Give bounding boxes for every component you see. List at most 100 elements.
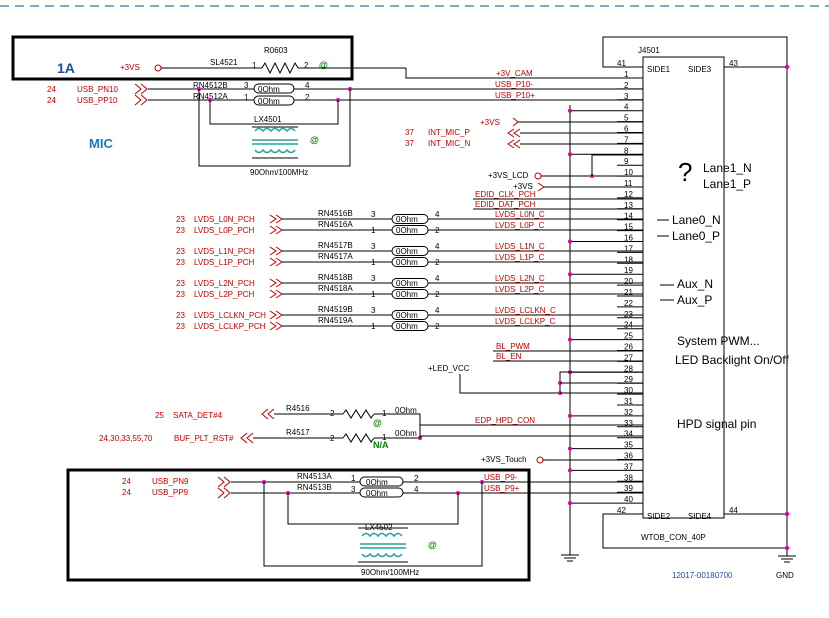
svg-text:37: 37	[405, 139, 414, 148]
svg-text:23: 23	[176, 215, 185, 224]
connector-pin-number: 10	[624, 168, 633, 177]
svg-text:RN4516B: RN4516B	[318, 209, 353, 218]
connector-pin-number: 1	[624, 70, 629, 79]
svg-text:0Ohm: 0Ohm	[366, 478, 388, 487]
annotation-lane0-p: Lane0_P	[672, 229, 720, 243]
svg-text:0Ohm: 0Ohm	[396, 279, 418, 288]
svg-text:USB_P10+: USB_P10+	[495, 91, 535, 100]
svg-text:EDP_HPD_CON: EDP_HPD_CON	[475, 416, 535, 425]
connector-pin-number: 38	[624, 473, 633, 482]
svg-text:@: @	[428, 540, 437, 550]
svg-text:2: 2	[305, 93, 310, 102]
svg-text:3: 3	[244, 81, 249, 90]
svg-text:0Ohm: 0Ohm	[396, 247, 418, 256]
svg-text:2: 2	[304, 61, 309, 70]
svg-text:INT_MIC_P: INT_MIC_P	[428, 128, 470, 137]
svg-text:4: 4	[435, 274, 440, 283]
connector-pin-number: 27	[624, 353, 633, 362]
svg-text:LVDS_L2N_C: LVDS_L2N_C	[495, 274, 545, 283]
svg-text:LVDS_L2P_C: LVDS_L2P_C	[495, 285, 544, 294]
svg-text:RN4519B: RN4519B	[318, 305, 353, 314]
gnd-symbol	[778, 555, 796, 563]
svg-text:+3VS: +3VS	[120, 63, 140, 72]
svg-text:RN4519A: RN4519A	[318, 316, 353, 325]
svg-text:24: 24	[47, 96, 56, 105]
connector-pin-number: 26	[624, 343, 633, 352]
svg-text:LVDS_L0N_PCH: LVDS_L0N_PCH	[194, 215, 255, 224]
svg-text:RN4512B: RN4512B	[193, 81, 228, 90]
connector-pin-number: 14	[624, 212, 633, 221]
svg-text:3: 3	[371, 210, 376, 219]
svg-text:+3V_CAM: +3V_CAM	[496, 69, 533, 78]
connector-pin-number: 12	[624, 190, 633, 199]
annotation-question: ?	[678, 157, 692, 187]
svg-text:N/A: N/A	[373, 440, 389, 450]
svg-text:0Ohm: 0Ohm	[258, 85, 280, 94]
svg-text:43: 43	[729, 59, 738, 68]
connector-pin-number: 39	[624, 484, 633, 493]
svg-text:USB_P9+: USB_P9+	[484, 484, 520, 493]
connector-pin-number: 31	[624, 397, 633, 406]
svg-text:LVDS_L1P_C: LVDS_L1P_C	[495, 253, 544, 262]
side1-label: SIDE1	[647, 65, 671, 74]
svg-text:25: 25	[155, 411, 164, 420]
svg-text:23: 23	[176, 322, 185, 331]
svg-text:37: 37	[405, 128, 414, 137]
svg-text:SL4521: SL4521	[210, 58, 238, 67]
svg-text:23: 23	[176, 226, 185, 235]
svg-text:3: 3	[371, 274, 376, 283]
svg-text:LVDS_LCLKP_PCH: LVDS_LCLKP_PCH	[194, 322, 266, 331]
svg-text:RN4516A: RN4516A	[318, 220, 353, 229]
svg-text:24: 24	[47, 85, 56, 94]
svg-text:RN4517B: RN4517B	[318, 241, 353, 250]
svg-text:0Ohm: 0Ohm	[396, 322, 418, 331]
svg-text:R4516: R4516	[286, 404, 310, 413]
svg-text:+3VS_LCD: +3VS_LCD	[488, 171, 528, 180]
connector-pin-number: 4	[624, 103, 629, 112]
svg-text:EDID_CLK_PCH: EDID_CLK_PCH	[475, 190, 536, 199]
svg-text:BUF_PLT_RST#: BUF_PLT_RST#	[174, 434, 234, 443]
side3-label: SIDE3	[688, 65, 712, 74]
svg-text:41: 41	[617, 59, 626, 68]
svg-text:0Ohm: 0Ohm	[396, 215, 418, 224]
svg-text:USB_P9-: USB_P9-	[484, 473, 518, 482]
svg-text:2: 2	[414, 474, 419, 483]
svg-text:4: 4	[435, 242, 440, 251]
connector-body	[642, 56, 725, 519]
annotation-lane0-n: Lane0_N	[672, 213, 721, 227]
annotation-led-backlight: LED Backlight On/Off	[675, 353, 789, 367]
connector-pin-number: 34	[624, 430, 633, 439]
svg-text:BL_PWM: BL_PWM	[496, 342, 530, 351]
connector-pin-number: 37	[624, 462, 633, 471]
svg-text:LVDS_L1N_PCH: LVDS_L1N_PCH	[194, 247, 255, 256]
annotation-lane1-p: Lane1_P	[703, 177, 751, 191]
svg-text:1: 1	[351, 474, 356, 483]
connector-pin-number: 8	[624, 146, 629, 155]
connector-pin-number: 11	[624, 179, 633, 188]
svg-text:3: 3	[371, 306, 376, 315]
svg-text:EDID_DAT_PCH: EDID_DAT_PCH	[475, 200, 536, 209]
common-mode-choke-lx4502	[358, 527, 408, 563]
svg-text:0Ohm: 0Ohm	[258, 97, 280, 106]
svg-text:RN4518B: RN4518B	[318, 273, 353, 282]
connector-pin-number: 24	[624, 321, 633, 330]
svg-text:24,30,33,55,70: 24,30,33,55,70	[99, 434, 153, 443]
svg-text:R4517: R4517	[286, 428, 310, 437]
svg-text:RN4513B: RN4513B	[297, 483, 332, 492]
svg-text:LVDS_L2N_PCH: LVDS_L2N_PCH	[194, 279, 255, 288]
connector-pin-number: 13	[624, 201, 633, 210]
svg-text:USB_PN9: USB_PN9	[152, 477, 189, 486]
svg-text:2: 2	[330, 434, 335, 443]
svg-text:4: 4	[435, 306, 440, 315]
connector-pin-number: 40	[624, 495, 633, 504]
svg-text:0Ohm: 0Ohm	[396, 311, 418, 320]
document-number: 12017-00180700	[672, 571, 733, 580]
svg-text:@: @	[310, 135, 319, 145]
svg-text:BL_EN: BL_EN	[496, 352, 522, 361]
svg-text:1: 1	[252, 61, 257, 70]
svg-text:4: 4	[414, 485, 419, 494]
highlight-box-usb9	[66, 468, 531, 582]
svg-text:USB_PN10: USB_PN10	[77, 85, 118, 94]
